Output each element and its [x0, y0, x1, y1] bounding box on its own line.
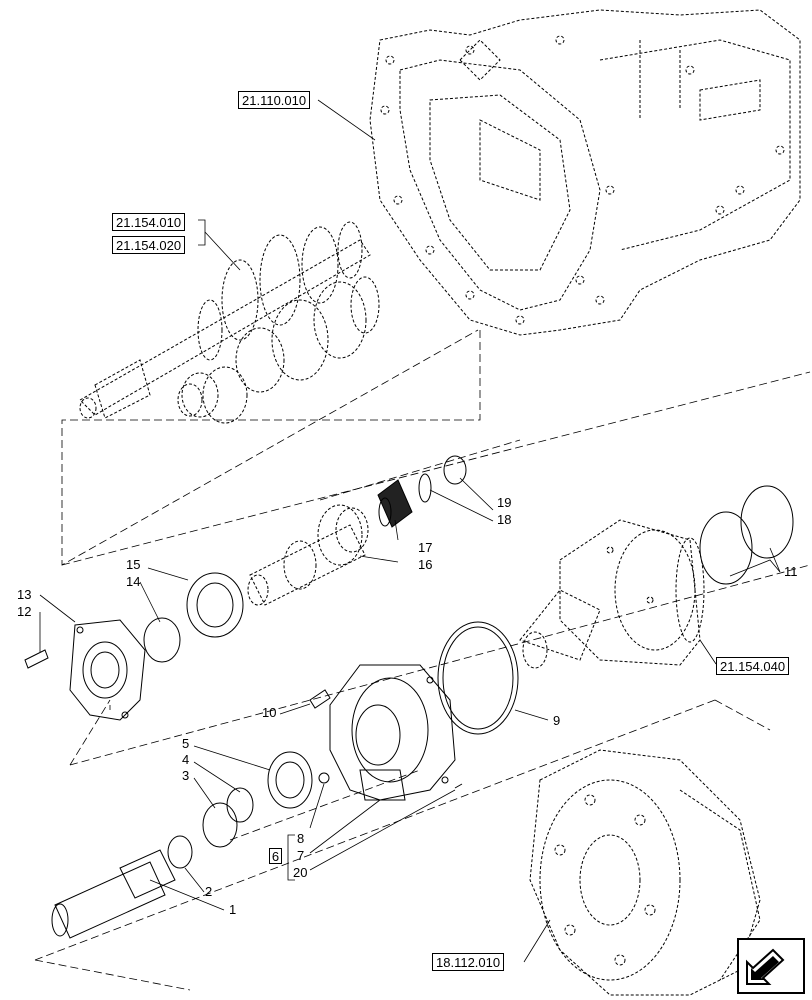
dash-axis-3: [69, 564, 811, 766]
part-number-4: 4: [182, 752, 190, 767]
o-ring-9: [437, 621, 519, 735]
ref-21-110-010[interactable]: 21.110.010: [238, 91, 311, 109]
part-number-6: 6: [269, 848, 282, 864]
part-number-14: 14: [126, 574, 141, 589]
part-number-20: 20: [293, 865, 308, 880]
cover-13: [69, 619, 146, 721]
part-number-12: 12: [17, 604, 32, 619]
ref-21-154-010[interactable]: 21.154.010: [112, 213, 186, 231]
ring-19: [443, 455, 467, 485]
snap-ring-14: [143, 617, 181, 663]
output-shaft-1: [51, 849, 176, 939]
snap-ring-11a: [699, 511, 753, 585]
part-number-10: 10: [262, 705, 277, 720]
housing-6: [329, 664, 456, 801]
snap-ring-18: [418, 473, 432, 503]
arrow-icon-graphic: [746, 948, 785, 985]
upper-dash-frame: [61, 329, 481, 566]
part-number-17: 17: [418, 540, 433, 555]
ref-18-112-010[interactable]: 18.112.010: [432, 953, 505, 971]
snap-ring-4: [226, 787, 254, 823]
part-number-7: 7: [297, 848, 305, 863]
dash-axis-1: [61, 371, 811, 566]
bolt-12: [24, 649, 49, 669]
counter-shaft: [247, 504, 369, 606]
pto-clutch-pack: [519, 519, 705, 669]
part-number-8: 8: [297, 831, 305, 846]
snap-ring-11b: [740, 485, 794, 559]
needle-bearing-17: [377, 479, 413, 528]
part-number-9: 9: [553, 713, 561, 728]
part-number-5: 5: [182, 736, 190, 751]
ref-21-154-040[interactable]: 21.154.040: [716, 657, 790, 675]
part-number-1: 1: [229, 902, 237, 917]
part-number-3: 3: [182, 768, 190, 783]
dash-axis-5: [229, 769, 421, 841]
part-number-13: 13: [17, 587, 32, 602]
part-number-19: 19: [497, 495, 512, 510]
pin-20: [454, 783, 463, 789]
ref-21-154-020[interactable]: 21.154.020: [112, 236, 186, 254]
transmission-housing: [369, 9, 801, 336]
bearing-5: [267, 751, 313, 809]
bolt-10: [309, 689, 331, 709]
snap-ring-2: [167, 835, 193, 869]
plug-8: [318, 772, 330, 784]
spacer-3: [202, 802, 238, 848]
part-number-11: 11: [784, 564, 798, 579]
part-number-16: 16: [418, 557, 433, 572]
gear-shaft-assembly: [79, 221, 380, 424]
part-number-18: 18: [497, 512, 512, 527]
dash-axis-4: [34, 699, 716, 961]
part-number-15: 15: [126, 557, 141, 572]
part-number-2: 2: [205, 884, 213, 899]
bearing-15: [186, 572, 244, 638]
next-page-arrow-icon[interactable]: [737, 938, 805, 994]
flywheel-housing: [529, 749, 761, 996]
dash-axis-2: [69, 699, 111, 766]
